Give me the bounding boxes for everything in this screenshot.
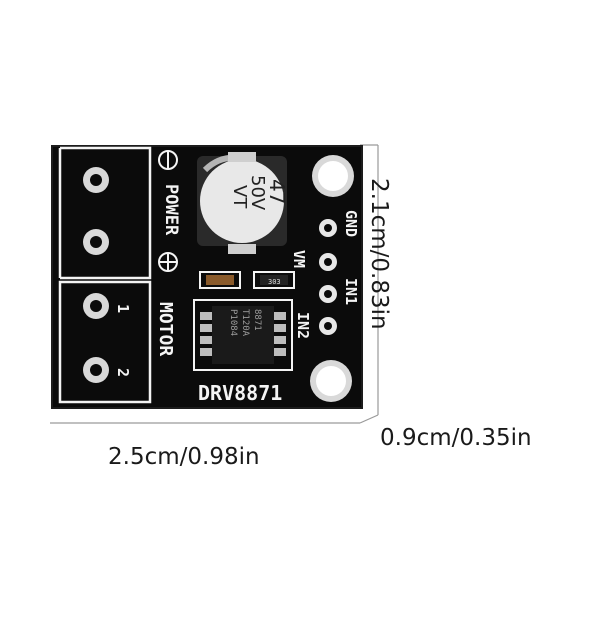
depth-dimension-line — [359, 414, 379, 424]
header-pads — [319, 219, 337, 335]
in2-label: IN2 — [294, 312, 312, 339]
pcb-board: 47 50V VT 303 8871 T120A — [51, 145, 363, 409]
resistor-code: 303 — [268, 278, 281, 286]
motor-pin-1-label: 1 — [114, 304, 132, 313]
smd-components: 303 — [199, 271, 295, 289]
depth-dimension-label: 0.9cm/0.35in — [380, 425, 532, 451]
capacitor-value: 47 — [265, 179, 289, 204]
gnd-label: GND — [342, 210, 360, 237]
capacitor-voltage: 50V — [247, 175, 268, 211]
chip-marking-3: P1084 — [228, 309, 238, 336]
polarity-symbols — [158, 150, 178, 272]
chip-marking-2: T120A — [240, 309, 250, 337]
motor-label: MOTOR — [155, 302, 176, 356]
model-label: DRV8871 — [198, 381, 282, 405]
in1-label: IN1 — [342, 278, 360, 305]
vm-label: VM — [290, 250, 308, 268]
chip-marking-1: 8871 — [252, 309, 262, 331]
height-dimension-label: 2.1cm/0.83in — [366, 178, 392, 330]
terminal-block-outline — [58, 146, 152, 404]
capacitor-series: VT — [229, 185, 250, 209]
motor-pin-2-label: 2 — [114, 368, 132, 377]
power-label: POWER — [161, 184, 181, 236]
driver-ic: 8871 T120A P1084 — [193, 299, 293, 371]
width-dimension-label: 2.5cm/0.98in — [108, 444, 260, 470]
mounting-holes — [310, 155, 354, 402]
capacitor: 47 50V VT — [197, 152, 289, 254]
terminal-pads — [83, 167, 109, 383]
